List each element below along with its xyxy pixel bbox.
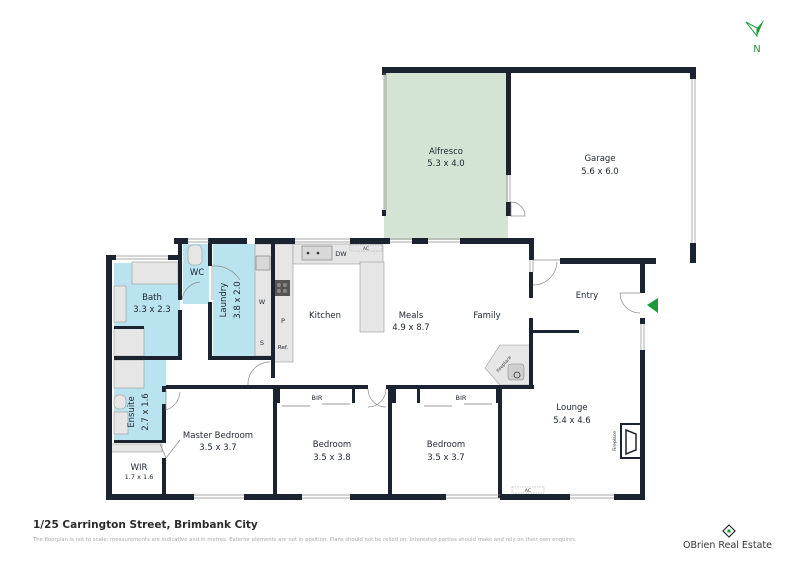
bir-sliders — [282, 403, 492, 407]
bath-vanity — [113, 285, 127, 323]
ac-lounge-label: AC — [525, 488, 531, 494]
cooktop — [274, 280, 290, 296]
garage-name: Garage — [584, 154, 615, 164]
bathtub — [131, 261, 179, 285]
bedroom-3-dims: 3.5 x 3.7 — [427, 453, 464, 463]
ensuite-basin — [113, 411, 129, 435]
north-arrow-icon: N — [745, 20, 764, 55]
bedroom-3-name: Bedroom — [427, 440, 465, 450]
alfresco-dims: 5.3 x 4.0 — [427, 159, 464, 169]
wir-shelf — [107, 443, 163, 453]
ensuite-dims: 2.7 x 1.6 — [141, 393, 151, 430]
brand-name: OBrien Real Estate — [683, 540, 772, 551]
bedroom-2-name: Bedroom — [313, 440, 351, 450]
bir-2-label: BIR — [456, 394, 467, 402]
bath-name: Bath — [142, 293, 162, 303]
lounge-dims: 5.4 x 4.6 — [553, 416, 590, 426]
alfresco-name: Alfresco — [429, 147, 463, 157]
ac-unit-kitchen — [349, 244, 383, 252]
windows — [116, 73, 696, 499]
family-name: Family — [473, 311, 500, 321]
laundry-tub — [255, 255, 271, 271]
diamond-logo-icon — [722, 524, 736, 538]
wc-toilet — [187, 244, 203, 266]
kitchen-island — [359, 261, 385, 333]
ac-unit-lounge — [511, 486, 545, 494]
bath-dims: 3.3 x 2.3 — [133, 305, 170, 315]
property-address: 1/25 Carrington Street, Brimbank City — [33, 519, 258, 531]
alfresco-floor — [384, 72, 508, 240]
washer-label: W — [259, 298, 266, 306]
meals-dims: 4.9 x 8.7 — [392, 323, 429, 333]
pantry-label: P — [281, 317, 285, 325]
laundry-floor — [213, 244, 255, 358]
meals-name: Meals — [399, 311, 424, 321]
doors — [159, 201, 641, 459]
master-bedroom-dims: 3.5 x 3.7 — [199, 443, 236, 453]
wir-name: WIR — [131, 463, 148, 473]
laundry-dims: 3.8 x 2.0 — [233, 281, 243, 318]
lounge-fireplace-label: Fireplace — [612, 431, 618, 451]
ac-kitchen-label: AC — [363, 246, 369, 252]
ensuite-toilet — [113, 394, 127, 410]
lounge-name: Lounge — [556, 403, 587, 413]
north-label: N — [753, 44, 760, 55]
sink-label: S — [260, 339, 264, 347]
entry-name: Entry — [576, 291, 599, 301]
ensuite-shower-2 — [113, 359, 145, 389]
ensuite-name: Ensuite — [127, 396, 137, 428]
dishwasher-label: DW — [335, 250, 347, 258]
garage-dims: 5.6 x 6.0 — [581, 167, 618, 177]
ensuite-shower-1 — [113, 327, 145, 357]
kitchen-name: Kitchen — [309, 311, 341, 321]
bedroom-2-dims: 3.5 x 3.8 — [313, 453, 350, 463]
laundry-name: Laundry — [219, 283, 229, 318]
wc-name: WC — [190, 268, 204, 278]
bir-1-label: BIR — [312, 394, 323, 402]
wir-dims: 1.7 x 1.6 — [125, 473, 154, 481]
master-bedroom-name: Master Bedroom — [183, 431, 253, 441]
lounge-fireplace — [620, 423, 643, 459]
entry-marker-icon — [647, 298, 658, 313]
disclaimer-text: The floorplan is not to scale; measureme… — [33, 537, 577, 543]
walls — [106, 67, 696, 500]
fridge-label: Ref. — [278, 345, 288, 351]
